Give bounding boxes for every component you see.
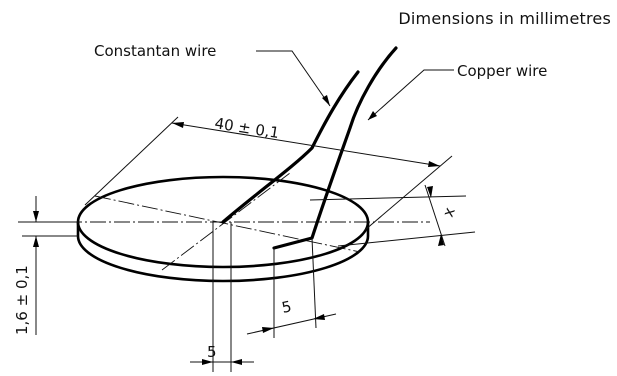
x-arrow-bottom	[438, 234, 444, 246]
x-value: x	[439, 205, 459, 220]
constantan-leader	[256, 50, 331, 107]
bottom-5-arrow-left	[202, 359, 213, 365]
right-5-extension-right	[311, 237, 317, 329]
bottom-5-value: 5	[207, 343, 217, 361]
right-5-dimension: 5	[246, 237, 337, 338]
copper-wire-label: Copper wire	[457, 62, 547, 80]
constantan-leader-arrow	[322, 95, 330, 106]
thickness-value: 1,6 ± 0,1	[13, 265, 31, 335]
bottom-5-arrow-right	[231, 359, 242, 365]
constantan-wire	[221, 70, 360, 224]
copper-leader-arrow	[368, 111, 377, 120]
diameter-extension-left	[84, 116, 179, 206]
thickness-arrow-bottom	[33, 236, 39, 247]
diameter-arrow-left	[172, 122, 184, 128]
inclined-center-line	[94, 195, 361, 253]
diameter-arrow-right	[428, 161, 440, 167]
x-extension-lower	[337, 231, 476, 247]
thickness-arrow-top	[33, 211, 39, 222]
diameter-dimension-line	[171, 122, 441, 167]
diameter-value: 40 ± 0,1	[213, 114, 280, 142]
units-note: Dimensions in millimetres	[398, 9, 611, 28]
thickness-dimension: 1,6 ± 0,1	[13, 196, 78, 335]
copper-wire	[272, 46, 398, 250]
label-leaders	[256, 50, 454, 121]
right-5-arrow-left	[262, 327, 274, 333]
diameter-dimension: 40 ± 0,1	[84, 114, 453, 231]
disc	[76, 175, 370, 283]
x-dimension: x	[309, 184, 476, 247]
right-5-value: 5	[280, 297, 293, 317]
disc-bottom-rim	[76, 220, 370, 283]
x-dimension-line	[424, 184, 446, 247]
right-5-arrow-right	[313, 314, 325, 320]
x-arrow-top	[427, 186, 433, 198]
constantan-wire-label: Constantan wire	[94, 42, 216, 60]
bottom-5-dimension: 5	[190, 222, 254, 372]
wires	[221, 46, 398, 250]
x-extension-upper	[309, 195, 467, 201]
diameter-extension-right	[364, 155, 453, 231]
copper-leader	[367, 69, 454, 121]
